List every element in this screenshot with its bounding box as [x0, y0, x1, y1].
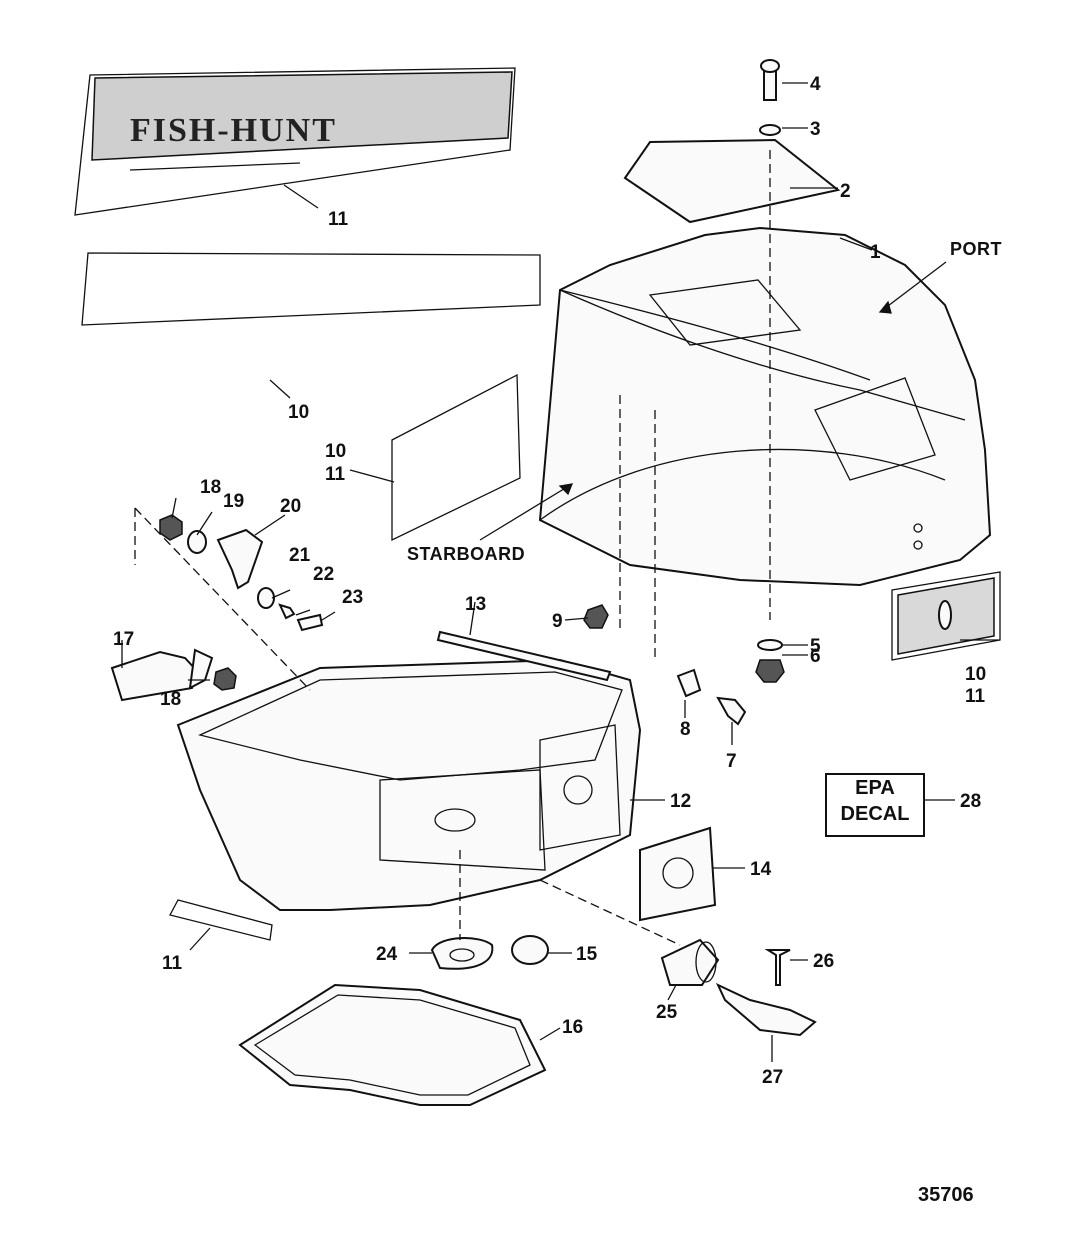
callout-10-right: 10 [965, 664, 987, 685]
seal-strip [436, 630, 612, 682]
callout-7: 7 [726, 751, 737, 772]
callout-1: 1 [870, 242, 881, 263]
callout-3: 3 [810, 119, 821, 140]
washer-bottom [757, 639, 783, 651]
brand-logo-text: FISH-HUNT [130, 112, 337, 149]
callout-22: 22 [313, 564, 335, 585]
bottom-cowl [176, 658, 642, 911]
latch-handle [110, 648, 214, 702]
callout-21: 21 [289, 545, 311, 566]
callout-24: 24 [376, 944, 398, 965]
callout-4: 4 [810, 74, 821, 95]
callout-10-mid: 10 [325, 441, 347, 462]
callout-6: 6 [810, 646, 821, 667]
bushing [660, 938, 720, 986]
callout-25: 25 [656, 1002, 678, 1023]
nut-bottom [755, 659, 785, 683]
callout-8: 8 [680, 719, 691, 740]
gasket-plate [639, 826, 717, 922]
screw-7 [716, 696, 747, 726]
callout-9: 9 [552, 611, 563, 632]
callout-11-low: 11 [162, 953, 183, 974]
callout-26: 26 [813, 951, 835, 972]
port-label: PORT [950, 239, 1003, 259]
figure-number: 35706 [918, 1184, 974, 1206]
callout-10-panel: 10 [288, 402, 310, 423]
fitting [715, 949, 817, 1037]
callout-15: 15 [576, 944, 598, 965]
decal-logo [74, 67, 516, 216]
epa-decal-box: EPA DECAL [825, 773, 925, 837]
callout-19: 19 [223, 491, 245, 512]
epa-decal-line1: EPA [855, 777, 895, 799]
bushing-8 [676, 668, 702, 698]
decal-panel [81, 252, 541, 326]
callout-20: 20 [280, 496, 302, 517]
callout-17: 17 [113, 629, 135, 650]
callout-11-mid: 11 [325, 464, 346, 485]
callout-11-right: 11 [965, 686, 986, 707]
grommet-oval [430, 937, 494, 970]
cover-plate [623, 138, 841, 224]
callout-28: 28 [960, 791, 982, 812]
callout-2: 2 [840, 181, 851, 202]
callout-11-logo: 11 [328, 209, 349, 230]
epa-decal-line2: DECAL [840, 803, 910, 825]
nut-9 [583, 604, 609, 629]
decal-small [169, 899, 273, 941]
decal-right [891, 571, 1001, 661]
callout-5: 5 [810, 636, 821, 657]
callout-18-top: 18 [200, 477, 222, 498]
callout-27: 27 [762, 1067, 784, 1088]
decal-rect [391, 373, 521, 542]
bottom-seal [238, 983, 547, 1106]
callout-12: 12 [670, 791, 692, 812]
leader-lines [121, 82, 1000, 1062]
grommet [511, 935, 549, 965]
screw-top [759, 59, 781, 136]
top-cowl [538, 226, 992, 587]
callout-16: 16 [562, 1017, 584, 1038]
callout-13: 13 [465, 594, 487, 615]
callout-23: 23 [342, 587, 364, 608]
starboard-label: STARBOARD [407, 544, 526, 564]
latch-hardware [159, 514, 324, 691]
callout-14: 14 [750, 859, 772, 880]
callout-18-bottom: 18 [160, 689, 182, 710]
